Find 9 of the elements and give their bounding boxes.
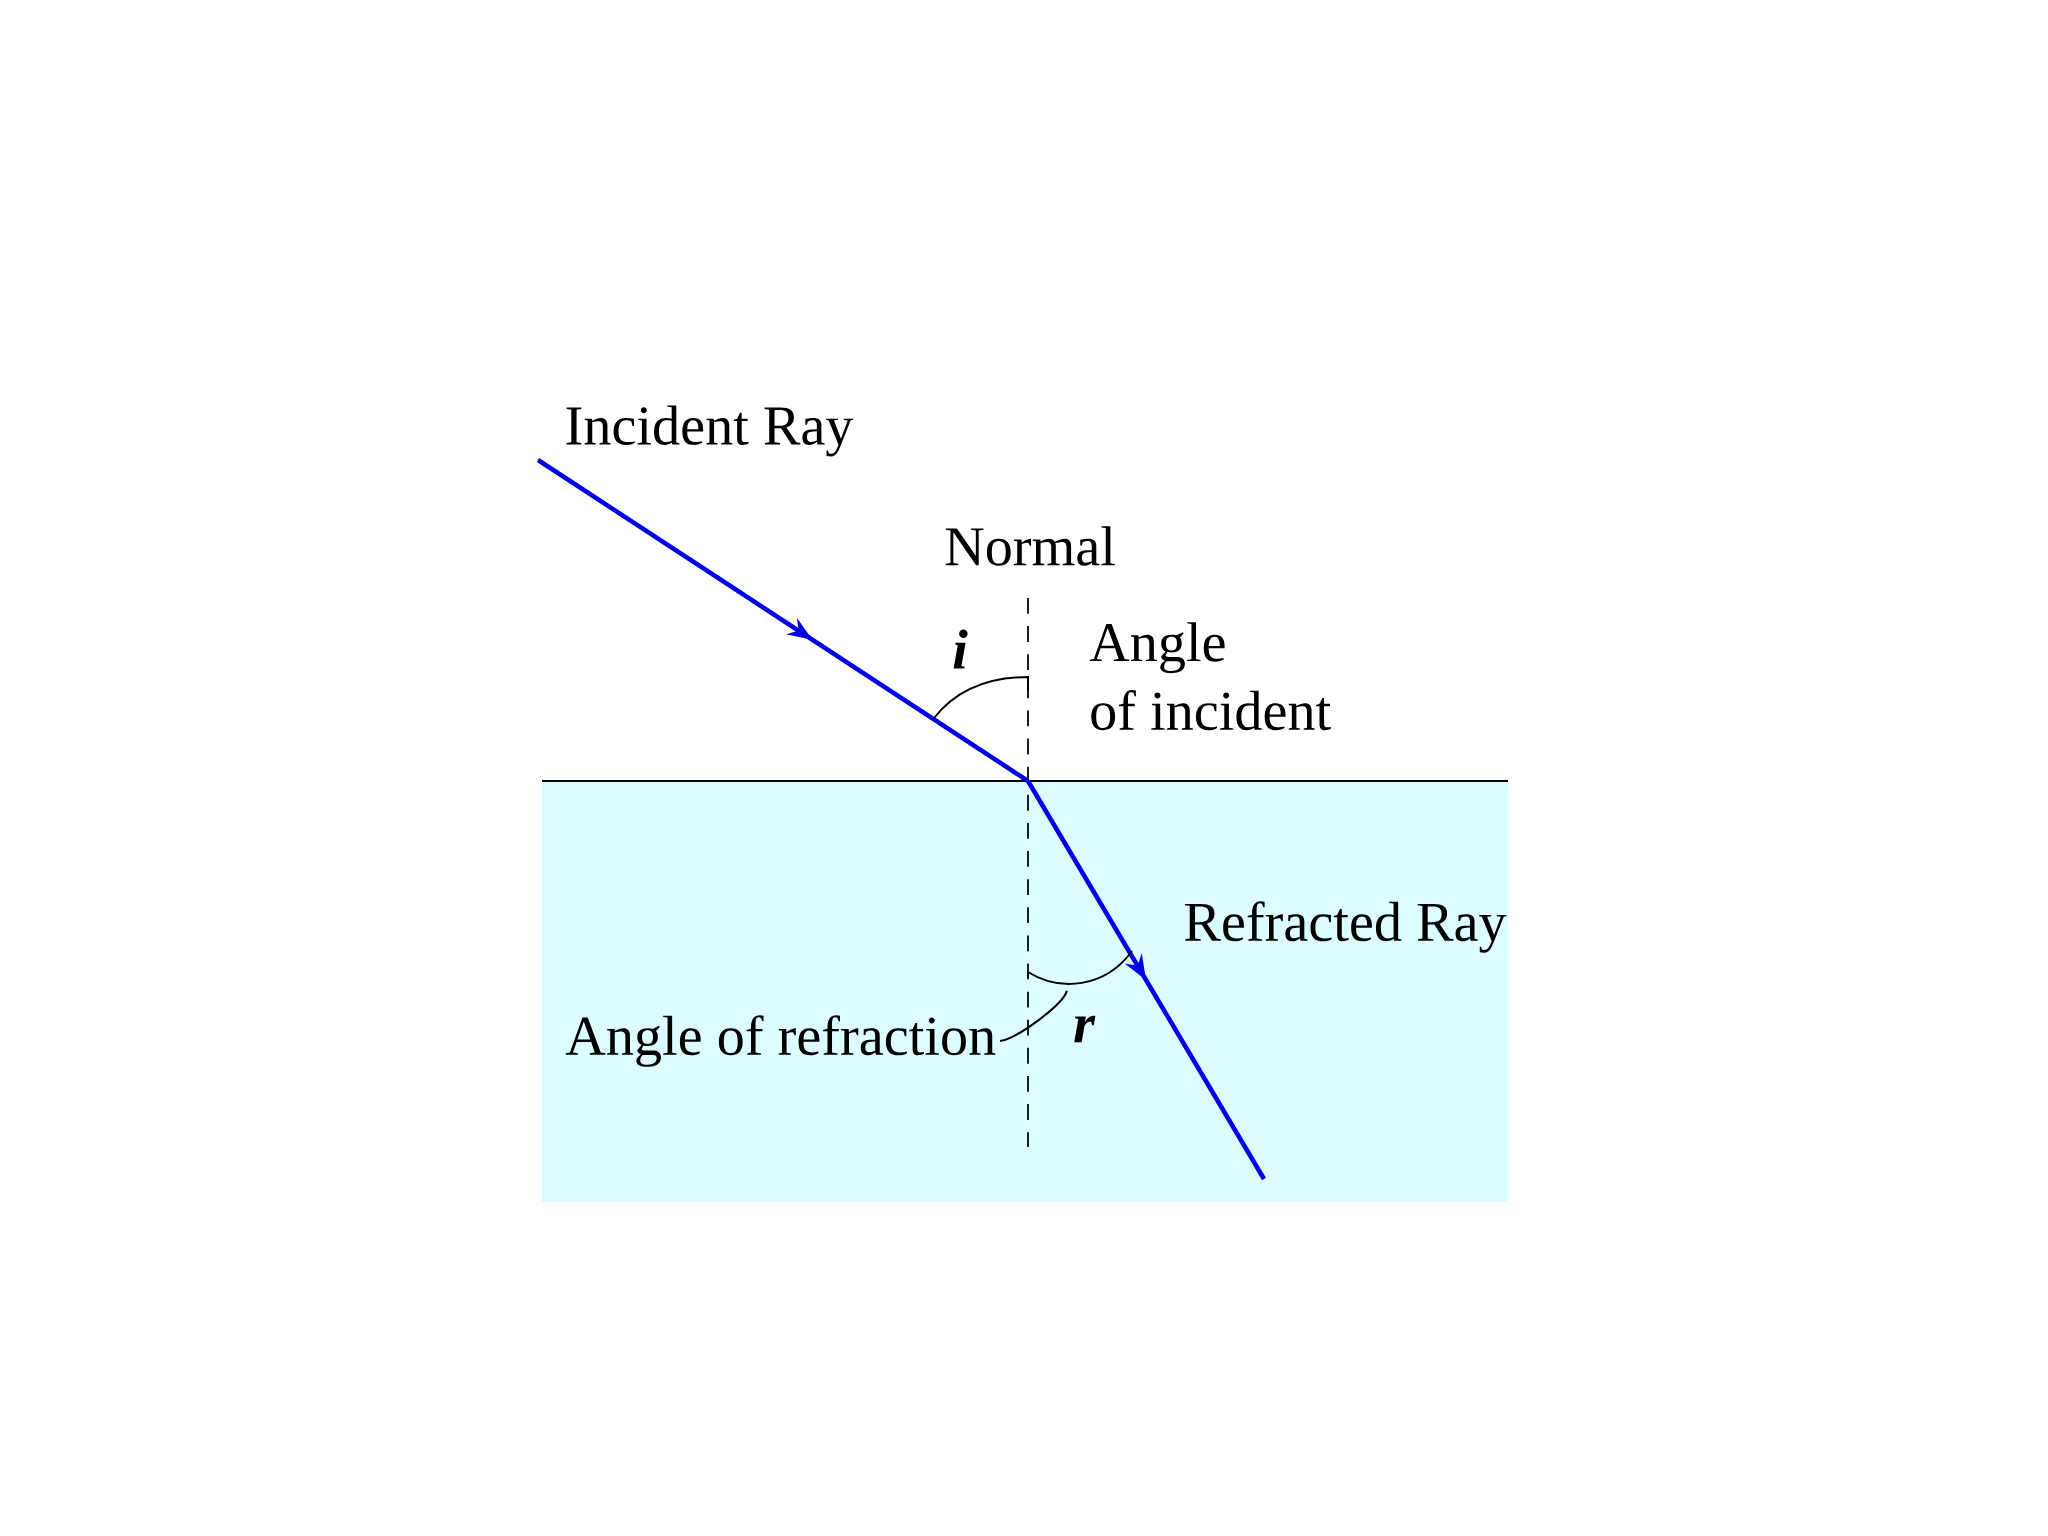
angle-label: Angle of incident (1089, 622, 1331, 731)
ray-label: Incident Ray (566, 405, 854, 457)
ray-label: Refracted Ray (1185, 901, 1507, 953)
leader-line (999, 989, 1068, 1042)
angle-symbol: i (953, 629, 968, 669)
normal-label: Normal (945, 526, 1115, 566)
angle-label: Angle of refraction (565, 1015, 996, 1067)
angle-arc (1027, 950, 1133, 985)
angle-symbol: r (1074, 1015, 1096, 1043)
